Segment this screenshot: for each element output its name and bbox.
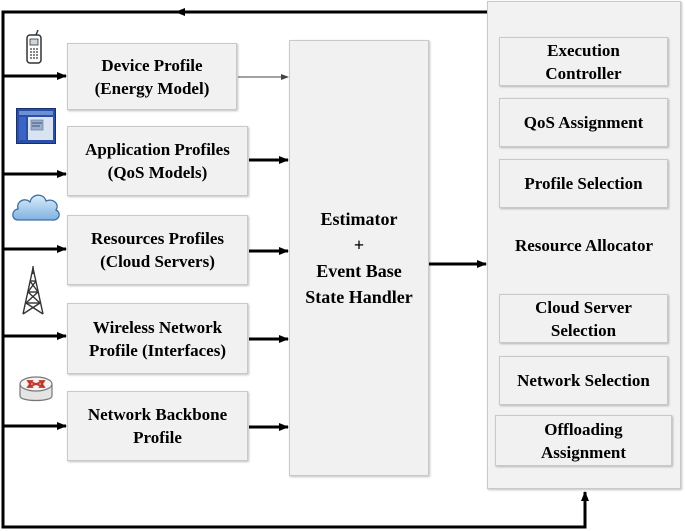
estimator-box: Estimator + Event Base State Handler (289, 40, 429, 476)
cloud-server-selection-label: Cloud Server Selection (535, 297, 632, 340)
application-profiles-box: Application Profiles (QoS Models) (67, 126, 248, 196)
wireless-network-profile-box: Wireless Network Profile (Interfaces) (67, 303, 248, 374)
application-window-icon (16, 108, 56, 144)
estimator-label: Estimator + Event Base State Handler (305, 209, 413, 307)
resources-profiles-box: Resources Profiles (Cloud Servers) (67, 215, 248, 285)
device-profile-label: Device Profile (Energy Model) (94, 55, 210, 98)
execution-controller-box: Execution Controller (499, 37, 668, 86)
cloud-server-selection-box: Cloud Server Selection (499, 294, 668, 343)
resource-allocator-title: Resource Allocator (514, 236, 653, 255)
mobile-phone-icon (26, 30, 42, 64)
execution-controller-label: Execution Controller (545, 40, 622, 83)
network-selection-box: Network Selection (499, 356, 668, 405)
antenna-tower-icon (22, 266, 44, 315)
cloud-icon (12, 194, 60, 221)
application-profiles-label: Application Profiles (QoS Models) (85, 140, 230, 182)
qos-assignment-box: QoS Assignment (499, 98, 668, 147)
offloading-assignment-label: Offloading Assignment (540, 419, 626, 462)
profile-selection-label: Profile Selection (524, 174, 643, 193)
offloading-assignment-box: Offloading Assignment (495, 415, 672, 466)
resources-profiles-label: Resources Profiles (Cloud Servers) (91, 229, 224, 271)
device-profile-box: Device Profile (Energy Model) (67, 43, 237, 110)
qos-assignment-label: QoS Assignment (523, 113, 644, 132)
router-icon (19, 376, 53, 402)
network-backbone-profile-label: Network Backbone Profile (87, 405, 228, 447)
network-selection-label: Network Selection (517, 371, 650, 390)
profile-selection-box: Profile Selection (499, 159, 668, 208)
network-backbone-profile-box: Network Backbone Profile (67, 391, 248, 461)
wireless-network-profile-label: Wireless Network Profile (Interfaces) (88, 317, 227, 360)
